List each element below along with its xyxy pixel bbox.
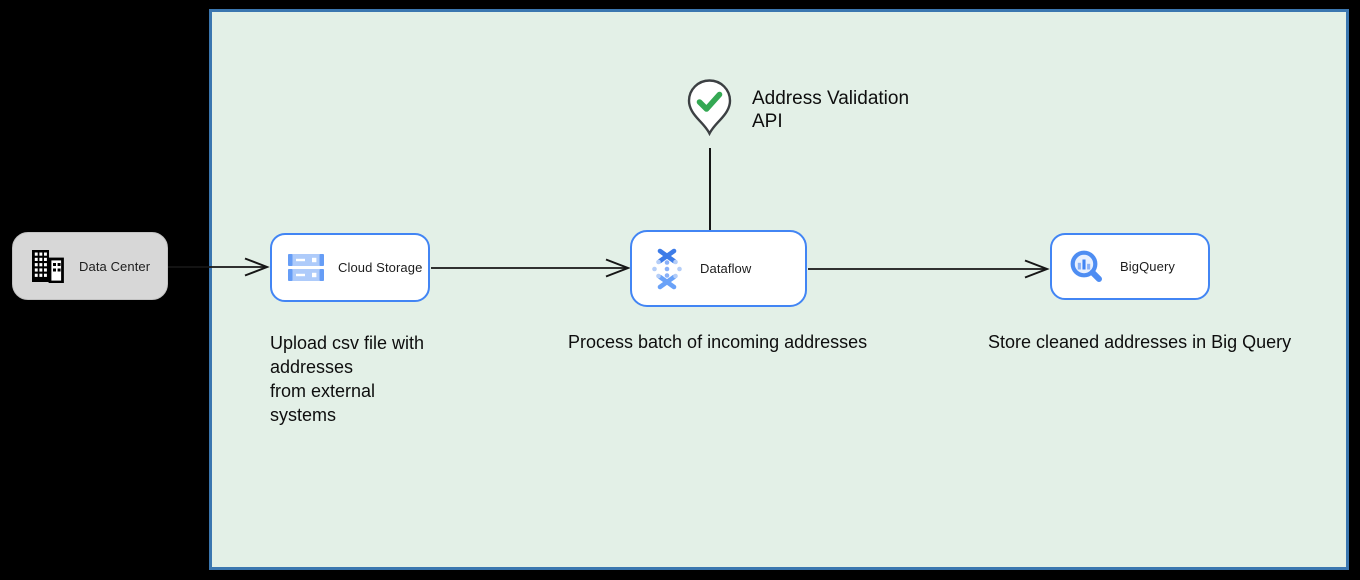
caption-cloud-storage: Upload csv file with addresses from exte… (270, 333, 425, 425)
node-data-center[interactable]: Data Center (12, 232, 168, 300)
address-validation-node[interactable] (686, 79, 733, 137)
caption-dataflow: Process batch of incoming addresses (568, 332, 868, 352)
bigquery-icon (1070, 250, 1102, 282)
node-label-data-center: Data Center (79, 258, 151, 274)
dataflow-icon (652, 248, 682, 289)
node-bigquery[interactable]: BigQuery (1050, 233, 1210, 300)
caption-bigquery: Store cleaned addresses in Big Query (988, 332, 1292, 352)
address-validation-label: Address Validation API (752, 88, 910, 132)
node-label-dataflow: Dataflow (700, 261, 752, 276)
node-label-bigquery: BigQuery (1120, 259, 1175, 274)
node-dataflow[interactable]: Dataflow (630, 230, 807, 307)
building-icon (32, 250, 64, 283)
node-label-cloud-storage: Cloud Storage (338, 260, 423, 275)
cloud-storage-icon (288, 254, 324, 281)
map-pin-check-icon (687, 79, 732, 137)
node-cloud-storage[interactable]: Cloud Storage (270, 233, 430, 302)
